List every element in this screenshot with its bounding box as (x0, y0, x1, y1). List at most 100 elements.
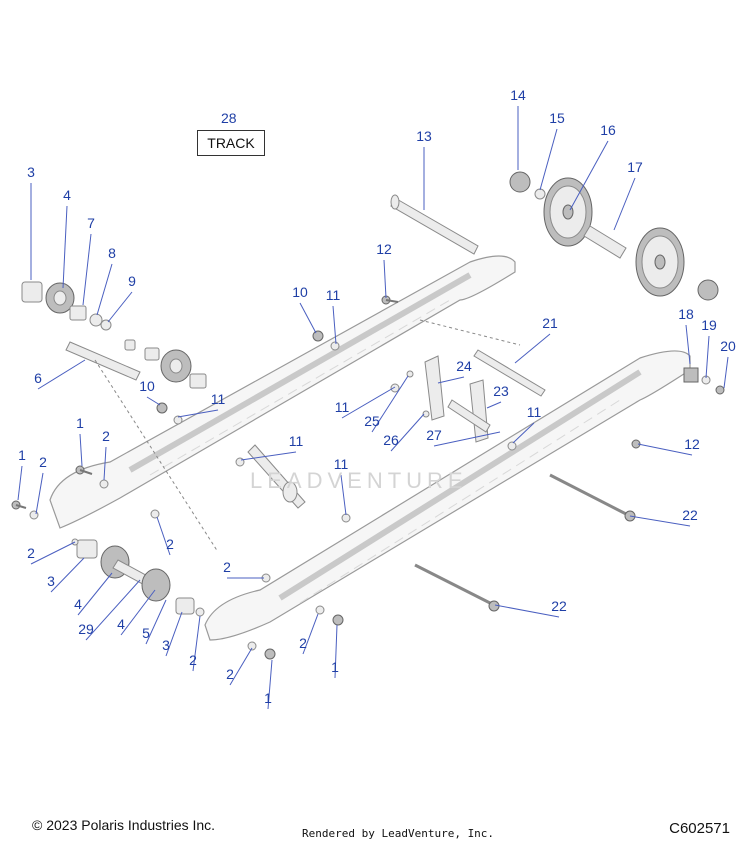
leader-line-46 (723, 356, 729, 389)
callout-21[interactable]: 21 (542, 315, 558, 331)
leader-line-39 (341, 386, 396, 419)
fasteners (11, 295, 725, 660)
callout-2[interactable]: 2 (226, 666, 234, 682)
leader-line-3 (96, 263, 113, 316)
leader-line-38 (486, 401, 502, 409)
callout-11[interactable]: 11 (326, 287, 341, 303)
callout-3[interactable]: 3 (47, 573, 55, 589)
callout-13[interactable]: 13 (416, 128, 432, 144)
callout-2[interactable]: 2 (102, 428, 110, 444)
callout-4[interactable]: 4 (117, 616, 125, 632)
front-shaft (21, 281, 207, 389)
callout-18[interactable]: 18 (678, 306, 694, 322)
leader-line-4 (107, 291, 133, 323)
leader-line-28 (299, 302, 317, 334)
leader-line-24 (267, 659, 273, 710)
leader-line-15 (50, 557, 85, 593)
callout-11[interactable]: 11 (335, 399, 350, 415)
callout-24[interactable]: 24 (456, 358, 472, 374)
callout-2[interactable]: 2 (189, 652, 197, 668)
callout-4[interactable]: 4 (63, 187, 71, 203)
leader-line-19 (120, 589, 156, 636)
leader-line-26 (334, 624, 338, 679)
callout-17[interactable]: 17 (627, 159, 643, 175)
callout-2[interactable]: 2 (223, 559, 231, 575)
leader-line-11 (35, 472, 44, 515)
callout-15[interactable]: 15 (549, 110, 565, 126)
callout-27[interactable]: 27 (426, 427, 442, 443)
callout-10[interactable]: 10 (139, 378, 155, 394)
leader-line-45 (705, 335, 710, 379)
callout-8[interactable]: 8 (108, 245, 116, 261)
callout-2[interactable]: 2 (27, 545, 35, 561)
callout-12[interactable]: 12 (376, 241, 392, 257)
callout-14[interactable]: 14 (510, 87, 526, 103)
callout-16[interactable]: 16 (600, 122, 616, 138)
cross-shafts (414, 349, 629, 606)
leader-line-34 (569, 140, 609, 211)
callout-29[interactable]: 29 (78, 621, 94, 637)
copyright-text: © 2023 Polaris Industries Inc. (32, 817, 216, 833)
callout-7[interactable]: 7 (87, 215, 95, 231)
leader-line-23 (229, 647, 253, 686)
leader-line-43 (433, 431, 501, 447)
callout-9[interactable]: 9 (128, 273, 136, 289)
leader-line-47 (637, 443, 693, 456)
callout-20[interactable]: 20 (720, 338, 736, 354)
leader-line-5 (37, 359, 86, 390)
leader-line-35 (613, 177, 636, 231)
leader-line-49 (494, 604, 560, 618)
callout-22[interactable]: 22 (551, 598, 567, 614)
callout-1[interactable]: 1 (264, 690, 272, 706)
callout-11[interactable]: 11 (334, 456, 349, 472)
leader-line-48 (629, 515, 691, 527)
callout-11[interactable]: 11 (289, 433, 304, 449)
rendered-by-text: Rendered by LeadVenture, Inc. (302, 827, 495, 840)
leader-line-9 (103, 446, 107, 481)
guide-line-front (94, 359, 219, 553)
callout-26[interactable]: 26 (383, 432, 399, 448)
leader-line-10 (17, 465, 23, 501)
leader-line-30 (383, 259, 387, 299)
watermark-text: LEADVENTURE (250, 468, 468, 493)
leader-line-8 (79, 433, 83, 467)
leader-line-42 (512, 422, 535, 444)
callout-3[interactable]: 3 (27, 164, 35, 180)
track-callout-number[interactable]: 28 (221, 110, 237, 126)
leader-line-6 (146, 396, 161, 406)
callout-10[interactable]: 10 (292, 284, 308, 300)
callout-6[interactable]: 6 (34, 370, 42, 386)
leader-line-29 (332, 305, 337, 345)
callout-2[interactable]: 2 (166, 536, 174, 552)
callout-3[interactable]: 3 (162, 637, 170, 653)
brackets (247, 355, 491, 509)
callout-11[interactable]: 11 (527, 404, 542, 420)
callout-1[interactable]: 1 (331, 659, 339, 675)
callout-1[interactable]: 1 (18, 447, 26, 463)
callout-22[interactable]: 22 (682, 507, 698, 523)
left-rail (49, 255, 516, 529)
track-label-box[interactable]: TRACK (197, 130, 265, 156)
rear-idler-wheels (509, 171, 719, 301)
leader-line-22 (192, 615, 201, 672)
leader-line-27 (340, 474, 347, 516)
callout-12[interactable]: 12 (684, 436, 700, 452)
leader-line-36 (514, 333, 551, 364)
callout-23[interactable]: 23 (493, 383, 509, 399)
leader-line-7 (177, 409, 219, 418)
callout-5[interactable]: 5 (142, 625, 150, 641)
callout-4[interactable]: 4 (74, 596, 82, 612)
leader-line-41 (390, 413, 425, 452)
callout-2[interactable]: 2 (299, 635, 307, 651)
callout-1[interactable]: 1 (76, 415, 84, 431)
front-bogie (76, 539, 195, 615)
callout-25[interactable]: 25 (364, 413, 380, 429)
rear-axle (390, 194, 479, 255)
leader-line-44 (685, 324, 691, 365)
leader-line-37 (437, 376, 465, 384)
leader-line-1 (62, 205, 68, 289)
callout-19[interactable]: 19 (701, 317, 717, 333)
callout-11[interactable]: 11 (211, 391, 226, 407)
leader-line-33 (539, 128, 558, 191)
callout-2[interactable]: 2 (39, 454, 47, 470)
